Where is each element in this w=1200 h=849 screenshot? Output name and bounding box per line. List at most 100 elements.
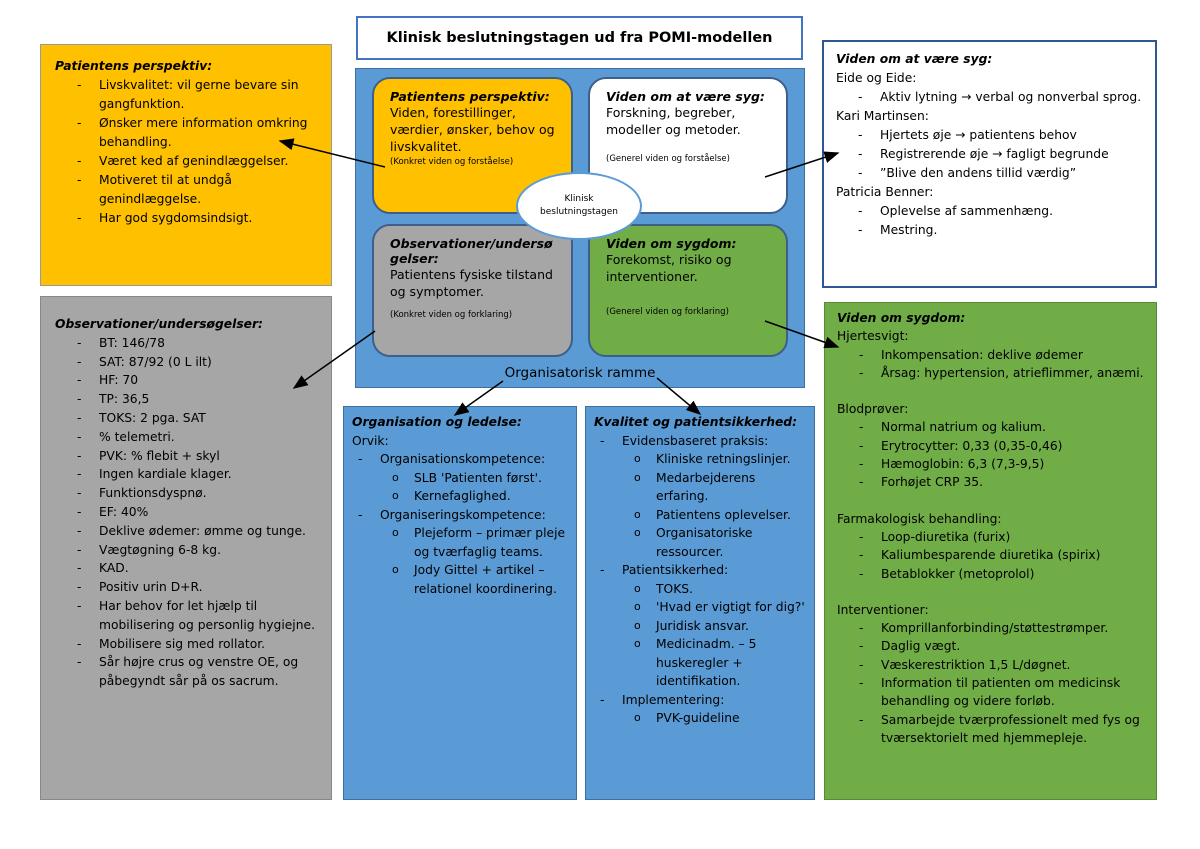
group-label: Hjertesvigt: — [837, 329, 909, 344]
patient-title: Patientens perspektiv: — [55, 59, 213, 73]
list-item: % telemetri. — [55, 428, 317, 447]
observations-box: Observationer/undersøgelser: BT: 146/78 … — [40, 296, 332, 800]
node-observations: Observationer/undersø gelser: Patientens… — [372, 224, 573, 357]
arrow-to-illness-box — [764, 151, 840, 178]
list-item: Kaliumbesparende diuretika (spirix) — [837, 546, 1144, 565]
list-item: ”Blive den andens tillid værdig” — [836, 164, 1143, 183]
list-item: Vægtøgning 6-8 kg. — [55, 541, 317, 560]
organisation-title: Organisation og ledelse: — [352, 415, 522, 429]
list-item: Oplevelse af sammenhæng. — [836, 202, 1143, 221]
list-item: Har god sygdomsindsigt. — [55, 209, 317, 228]
node-disease-sub: (Generel viden og forklaring) — [606, 307, 729, 317]
list-item: Aktiv lytning → verbal og nonverbal spro… — [836, 88, 1143, 107]
list-item: Motiveret til at undgå genindlæggelse. — [55, 171, 317, 209]
sub-list: TOKS. 'Hvad er vigtigt for dig?' Juridis… — [594, 580, 806, 691]
list-item: Inkompensation: deklive ødemer — [837, 346, 1144, 365]
list-item: Hæmoglobin: 6,3 (7,3-9,5) — [837, 455, 1144, 474]
node-patient-sub: (Konkret viden og forståelse) — [390, 157, 514, 167]
node-observations-sub: (Konkret viden og forklaring) — [390, 310, 513, 320]
list-item: Kliniske retningslinjer. — [594, 450, 806, 469]
list-item: Jody Gittel + artikel – relationel koord… — [352, 561, 568, 598]
list-item: Forhøjet CRP 35. — [837, 473, 1144, 492]
quality-safety-title: Kvalitet og patientsikkerhed: — [594, 415, 798, 429]
list-item: Patientens oplevelser. — [594, 506, 806, 525]
title-box: Klinisk beslutningstagen ud fra POMI-mod… — [356, 16, 803, 60]
list-item: Deklive ødemer: ømme og tunge. — [55, 522, 317, 541]
list-item: HF: 70 — [55, 371, 317, 390]
list-item: Kernefaglighed. — [352, 487, 568, 506]
sub-list: Plejeform – primær pleje og tværfaglig t… — [352, 524, 568, 598]
list-item: Samarbejde tværprofessionelt med fys og … — [837, 711, 1144, 748]
group-list: Normal natrium og kalium. Erytrocytter: … — [837, 418, 1144, 491]
node-illness-text: Forskning, begreber, modeller og metoder… — [606, 105, 741, 137]
disease-knowledge-title: Viden om sygdom: — [837, 311, 966, 325]
decision-ellipse-label: Klinisk beslutningstagen — [540, 194, 618, 217]
list-item: Ingen kardiale klager. — [55, 465, 317, 484]
node-knowledge-illness: Viden om at være syg: Forskning, begrebe… — [588, 77, 788, 214]
list-item: BT: 146/78 — [55, 334, 317, 353]
list-item: KAD. — [55, 559, 317, 578]
organisation-box: Organisation og ledelse: Orvik: Organisa… — [343, 406, 577, 800]
list-item: EF: 40% — [55, 503, 317, 522]
group-list: Patientsikkerhed: — [594, 561, 806, 580]
list-item: Normal natrium og kalium. — [837, 418, 1144, 437]
group-list: Aktiv lytning → verbal og nonverbal spro… — [836, 88, 1143, 107]
list-item: Betablokker (metoprolol) — [837, 565, 1144, 584]
group-label: Organiseringskompetence: — [352, 506, 568, 525]
list-item: Juridisk ansvar. — [594, 617, 806, 636]
list-item: Funktionsdyspnø. — [55, 484, 317, 503]
group-label: Implementering: — [594, 691, 806, 710]
group-list: Implementering: — [594, 691, 806, 710]
group-list: Evidensbaseret praksis: — [594, 432, 806, 451]
group-label: Patientsikkerhed: — [594, 561, 806, 580]
list-item: Været ked af genindlæggelser. — [55, 152, 317, 171]
list-item: TP: 36,5 — [55, 390, 317, 409]
list-item: TOKS: 2 pga. SAT — [55, 409, 317, 428]
group-label: Patricia Benner: — [836, 185, 934, 199]
organisation-place: Orvik: — [352, 433, 389, 448]
node-illness-sub: (Generel viden og forståelse) — [606, 154, 730, 164]
group-list: Oplevelse af sammenhæng. Mestring. — [836, 202, 1143, 240]
list-item: SAT: 87/92 (0 L ilt) — [55, 353, 317, 372]
arrow-to-disease-box — [764, 320, 840, 349]
illness-knowledge-box: Viden om at være syg: Eide og Eide: Akti… — [822, 40, 1157, 288]
observations-title: Observationer/undersøgelser: — [55, 317, 263, 331]
frame-label-text: Organisatorisk ramme — [504, 365, 656, 381]
group-list: Inkompensation: deklive ødemer Årsag: hy… — [837, 346, 1144, 383]
node-illness-title: Viden om at være syg: — [606, 89, 765, 104]
list-item: Registrerende øje → fagligt begrunde — [836, 145, 1143, 164]
group-list: Organisationskompetence: — [352, 450, 568, 469]
list-item: Hjertets øje → patientens behov — [836, 126, 1143, 145]
diagram-title: Klinisk beslutningstagen ud fra POMI-mod… — [386, 30, 773, 46]
list-item: TOKS. — [594, 580, 806, 599]
node-observations-title: Observationer/undersø gelser: — [390, 236, 553, 266]
arrow-to-observations-box — [292, 330, 376, 389]
node-disease-knowledge: Viden om sygdom: Forekomst, risiko og in… — [588, 224, 788, 357]
list-item: PVK-guideline — [594, 709, 806, 728]
node-observations-text: Patientens fysiske tilstand og symptomer… — [390, 267, 553, 299]
group-list: Organiseringskompetence: — [352, 506, 568, 525]
node-patient-text: Viden, forestillinger, værdier, ønsker, … — [390, 105, 555, 154]
patient-list: Livskvalitet: vil gerne bevare sin gangf… — [55, 76, 317, 228]
list-item: Sår højre crus og venstre OE, og påbegyn… — [55, 653, 317, 691]
group-label: Blodprøver: — [837, 402, 909, 417]
node-disease-text: Forekomst, risiko og interventioner. — [606, 252, 732, 284]
list-item: Information til patienten om medicinsk b… — [837, 674, 1144, 711]
list-item: Organisatoriske ressourcer. — [594, 524, 806, 561]
sub-list: Kliniske retningslinjer. Medarbejderens … — [594, 450, 806, 561]
sub-list: PVK-guideline — [594, 709, 806, 728]
list-item: Positiv urin D+R. — [55, 578, 317, 597]
group-label: Organisationskompetence: — [352, 450, 568, 469]
group-label: Eide og Eide: — [836, 71, 917, 85]
group-list: Komprillanforbinding/støttestrømper. Dag… — [837, 619, 1144, 747]
list-item: Erytrocytter: 0,33 (0,35-0,46) — [837, 437, 1144, 456]
list-item: Komprillanforbinding/støttestrømper. — [837, 619, 1144, 638]
list-item: Livskvalitet: vil gerne bevare sin gangf… — [55, 76, 317, 114]
decision-ellipse: Klinisk beslutningstagen — [516, 172, 642, 240]
list-item: 'Hvad er vigtigt for dig?' — [594, 598, 806, 617]
list-item: Medarbejderens erfaring. — [594, 469, 806, 506]
group-list: Loop-diuretika (furix) Kaliumbesparende … — [837, 528, 1144, 583]
list-item: Mestring. — [836, 221, 1143, 240]
list-item: Daglig vægt. — [837, 637, 1144, 656]
